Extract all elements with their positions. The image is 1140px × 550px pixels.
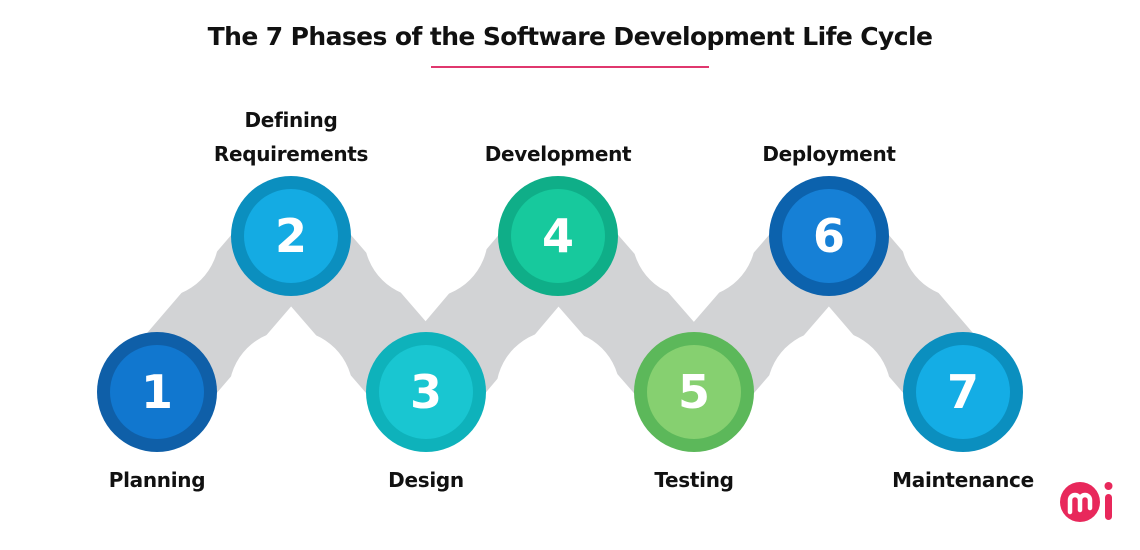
phase-7-label: Maintenance xyxy=(892,468,1034,492)
phase-7-inner-disc xyxy=(916,345,1010,439)
phase-5-number: 5 xyxy=(677,365,710,419)
phase-3-label: Design xyxy=(388,468,464,492)
phase-1-inner-disc xyxy=(110,345,204,439)
phase-6-number: 6 xyxy=(812,209,845,263)
title-underline xyxy=(431,66,709,68)
phase-2-number: 2 xyxy=(274,209,307,263)
brand-logo-icon xyxy=(1060,482,1113,522)
phase-3-number: 3 xyxy=(409,365,442,419)
phase-5-label: Testing xyxy=(654,468,734,492)
connector-band xyxy=(0,90,1140,515)
phase-4-label: Development xyxy=(484,142,632,166)
phase-2-label: Defining Requirements xyxy=(181,103,401,171)
phase-2-label-line1: Defining xyxy=(244,108,338,132)
phase-4-number: 4 xyxy=(541,209,574,263)
phase-1-number: 1 xyxy=(140,365,173,419)
diagram-title: The 7 Phases of the Software Development… xyxy=(207,22,933,51)
phase-7-number: 7 xyxy=(946,365,979,419)
phase-6-inner-disc xyxy=(782,189,876,283)
phase-5-inner-disc xyxy=(647,345,741,439)
phase-2-inner-disc xyxy=(244,189,338,283)
phase-1-label: Planning xyxy=(108,468,206,492)
phase-2-label-line2: Requirements xyxy=(213,142,369,166)
phase-3-inner-disc xyxy=(379,345,473,439)
phase-circles xyxy=(97,176,1023,452)
phase-4-inner-disc xyxy=(511,189,605,283)
phase-6-label: Deployment xyxy=(762,142,896,166)
